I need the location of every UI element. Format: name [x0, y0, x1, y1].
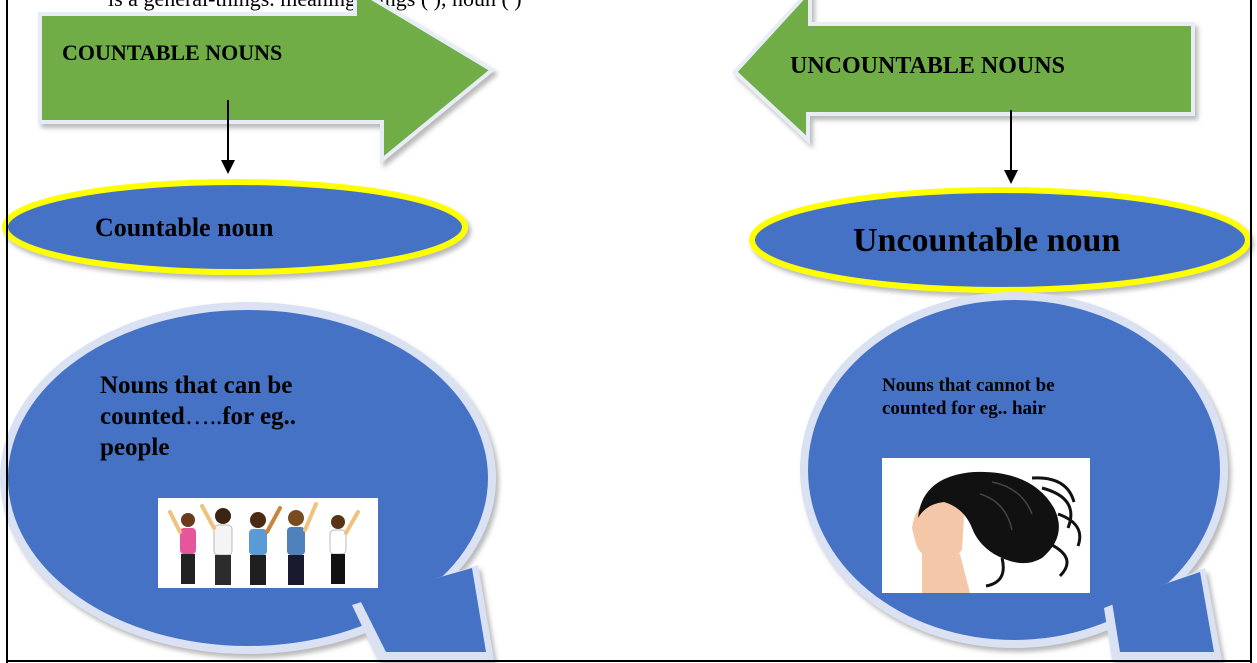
uncountable-arrow	[732, 0, 1195, 145]
frame-left-border	[6, 0, 8, 663]
countable-noun-ellipse	[2, 179, 468, 275]
countable-speech-bubble	[0, 302, 496, 660]
frame-bottom-border	[6, 660, 1252, 662]
countable-noun-title: Countable noun	[95, 213, 274, 242]
right-connector	[1004, 110, 1018, 184]
hair-picture	[882, 458, 1090, 593]
countable-definition: Nouns that can be counted…..for eg.. peo…	[100, 370, 300, 463]
countable-arrow	[38, 0, 496, 165]
uncountable-noun-title: Uncountable noun	[853, 222, 1121, 259]
hair-illustration	[912, 471, 1082, 593]
uncountable-noun-ellipse	[749, 187, 1251, 293]
uncountable-definition: Nouns that cannot be counted for eg.. ha…	[882, 375, 1055, 419]
people-illustration	[168, 502, 360, 585]
people-picture	[158, 498, 378, 588]
left-connector	[221, 100, 235, 174]
top-cropped-text: is a general-things. meaning things ( ),…	[108, 0, 522, 11]
countable-definition-example: for eg.. people	[100, 403, 297, 461]
uncountable-nouns-label: UNCOUNTABLE NOUNS	[790, 53, 1065, 79]
countable-nouns-label: COUNTABLE NOUNS	[62, 40, 283, 65]
frame-right-border	[1250, 0, 1252, 663]
countable-definition-dots: …..	[184, 403, 223, 430]
countable-definition-main: Nouns that can be counted	[100, 372, 293, 430]
